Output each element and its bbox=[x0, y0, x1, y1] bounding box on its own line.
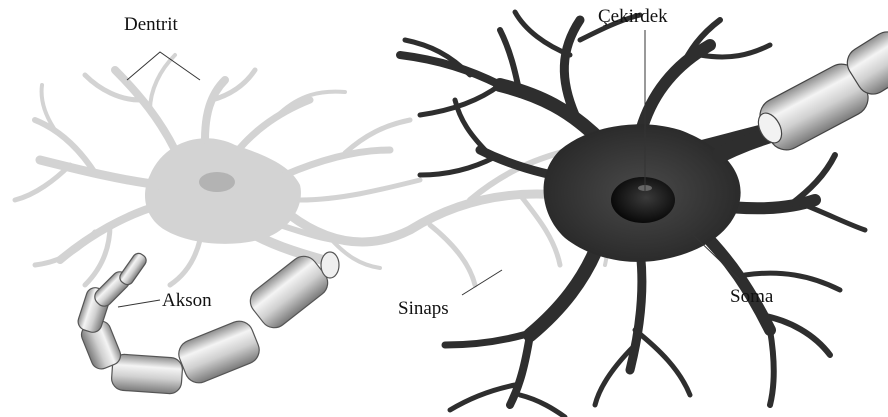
label-soma: Soma bbox=[730, 286, 774, 307]
akson-leader bbox=[118, 300, 160, 307]
faded-nucleus bbox=[199, 172, 235, 192]
dark-neuron bbox=[400, 12, 865, 417]
dark-myelin-sheath bbox=[754, 26, 888, 156]
label-sinaps: Sinaps bbox=[398, 298, 449, 319]
dark-nucleus bbox=[611, 177, 675, 223]
sinaps-leader bbox=[462, 270, 502, 295]
myelin-sheath bbox=[76, 251, 339, 395]
label-akson: Akson bbox=[162, 290, 212, 311]
label-dentrit: Dentrit bbox=[124, 14, 179, 35]
label-cekirdek: Çekirdek bbox=[598, 6, 668, 27]
